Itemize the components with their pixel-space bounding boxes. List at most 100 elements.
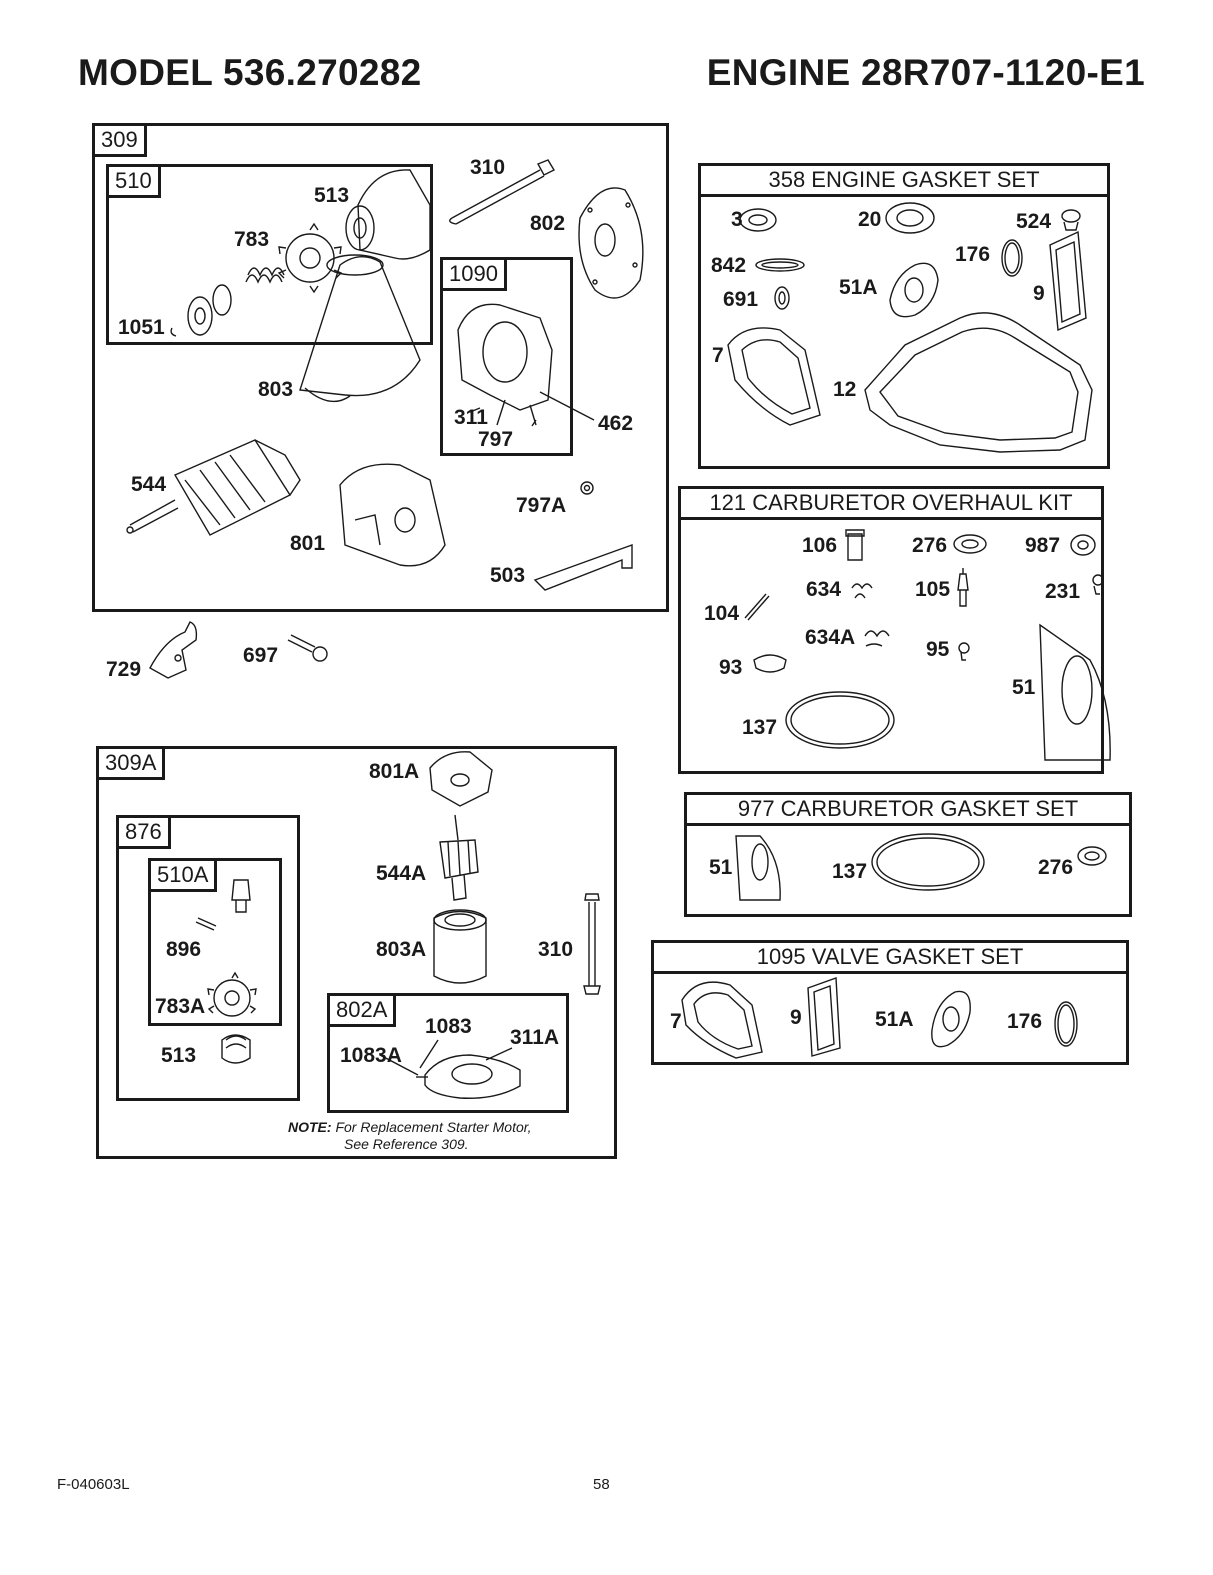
bracket-503-icon [535,545,632,590]
needle-105-icon [958,568,968,606]
label-634A: 634A [805,626,856,649]
nut-797A-icon [581,482,593,494]
washer-276-icon [954,535,986,553]
label-51A-valve: 51A [875,1008,914,1031]
label-896: 896 [166,938,202,961]
carburetor-overhaul-kit-title: 121 CARBURETOR OVERHAUL KIT [681,489,1101,520]
label-462: 462 [598,412,634,435]
spring-634A-icon [865,631,889,646]
leaders-802A [380,1040,512,1075]
label-137-overhaul: 137 [742,716,778,739]
spring-icon [246,268,284,282]
gasket-51A-valve-icon [932,991,970,1046]
label-544A: 544A [376,862,427,885]
form-code: F-040603L [57,1476,130,1493]
tag-510A: 510A [151,861,218,892]
end-cap-802-icon [579,188,643,298]
note-line2: See Reference 309. [344,1136,469,1152]
ring-176-valve-icon [1055,1002,1077,1046]
label-106: 106 [802,534,838,557]
label-93: 93 [719,656,743,679]
label-311A: 311A [510,1026,560,1049]
sub-876-box: 876 [116,815,300,1101]
gasket-7-valve-icon [682,982,762,1058]
label-697: 697 [243,644,279,667]
drive-housing-513-icon [346,170,430,259]
gasket-842-icon [756,259,804,271]
screw-510A-icon [232,880,250,912]
label-51-overhaul: 51 [1012,676,1036,699]
label-7: 7 [712,344,724,367]
gasket-51-icon [1040,625,1110,760]
label-783: 783 [234,228,270,251]
bolt-310-icon [450,160,554,224]
gasket-51-carb-icon [736,836,780,900]
washer-276-carb-icon [1078,847,1106,865]
label-803: 803 [258,378,294,401]
bolt-310A-icon [584,894,600,994]
starter-309-box: 309 [92,123,669,612]
label-176: 176 [955,243,991,266]
gear-513-icon [222,1035,250,1063]
label-524: 524 [1016,210,1052,233]
label-231: 231 [1045,580,1081,603]
label-20: 20 [858,208,882,231]
label-802: 802 [530,212,566,235]
label-104: 104 [704,602,740,625]
starter-309A-box: 309A [96,746,617,1159]
seal-20-icon [886,203,934,233]
tag-510: 510 [109,167,161,198]
model-title: MODEL 536.270282 [78,52,422,93]
label-729: 729 [106,658,142,681]
brush-holder-802A-icon [416,1055,520,1098]
plug-524-icon [1062,210,1080,230]
replacement-note: NOTE: For Replacement Starter Motor, See… [288,1119,532,1153]
plate-801-icon [340,464,445,566]
sub-510-box: 510 [106,164,433,345]
label-1083A: 1083A [340,1044,402,1067]
engine-title: ENGINE 28R707-1120-E1 [706,52,1145,93]
label-9-valve: 9 [790,1006,802,1029]
label-987: 987 [1025,534,1061,557]
sub-1090-box: 1090 [440,257,573,456]
screw-95-icon [959,643,969,660]
label-1083: 1083 [425,1015,472,1038]
label-310: 310 [470,156,506,179]
carburetor-gasket-set-title: 977 CARBURETOR GASKET SET [687,795,1129,826]
leader-311-797 [470,400,505,425]
bowl-93-icon [754,655,786,672]
washer-1051-icon [171,285,231,336]
label-3: 3 [731,208,743,231]
label-801: 801 [290,532,326,555]
cap-801A-icon [430,752,492,806]
ring-691-icon [775,287,789,309]
tag-1090: 1090 [443,260,507,291]
label-513: 513 [314,184,350,207]
engine-gasket-set-title: 358 ENGINE GASKET SET [701,166,1107,197]
label-176-valve: 176 [1007,1010,1043,1033]
label-513A: 513 [161,1044,197,1067]
valve-gasket-set-title: 1095 VALVE GASKET SET [654,943,1126,974]
seal-3-icon [740,209,776,231]
label-801A: 801A [369,760,420,783]
label-803A: 803A [376,938,427,961]
armature-544A-icon [440,815,478,900]
brush-holder-1090-icon [458,304,552,426]
label-1051: 1051 [118,316,165,339]
label-51A: 51A [839,276,878,299]
label-634: 634 [806,578,842,601]
gear-783A-icon [208,973,256,1016]
label-503: 503 [490,564,526,587]
label-7-valve: 7 [670,1010,682,1033]
gasket-7-icon [728,328,820,425]
gasket-12-icon [865,313,1092,452]
leader-462 [540,392,594,420]
ring-137-carb-icon [872,834,984,890]
label-105: 105 [915,578,951,601]
armature-544-icon [127,440,300,535]
